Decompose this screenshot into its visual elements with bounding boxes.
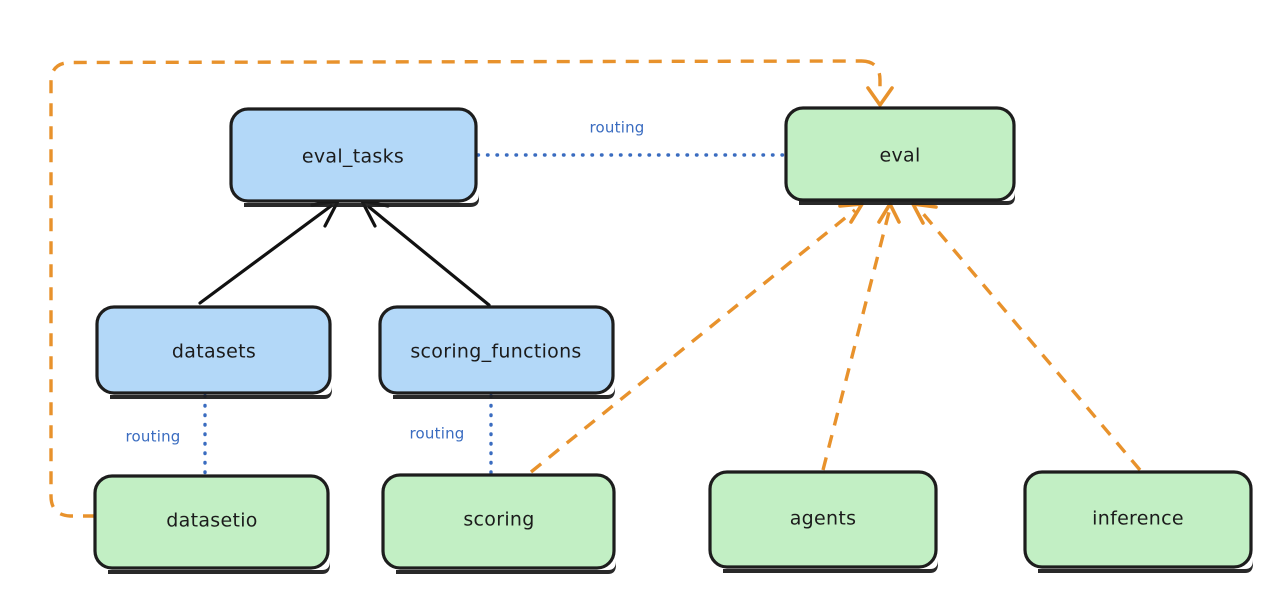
edge-label-routing-eval-tasks-eval: routing [590,119,645,137]
node-label-datasetio: datasetio [166,510,257,532]
edge-label-routing-datasets-datasetio: routing [126,428,181,446]
node-label-eval: eval [879,145,920,167]
node-label-scoring: scoring [463,509,534,531]
node-agents[interactable]: agents [708,470,938,573]
node-datasetio[interactable]: datasetio [93,474,330,574]
node-label-datasets: datasets [172,341,256,363]
node-eval[interactable]: eval [784,106,1016,205]
node-label-agents: agents [790,508,857,530]
edge-datasetio-eval [49,59,894,518]
edge-agents-eval [821,202,901,471]
node-label-scoring-functions: scoring_functions [410,341,581,363]
node-inference[interactable]: inference [1023,470,1253,573]
node-label-inference: inference [1092,508,1184,530]
node-eval-tasks[interactable]: eval_tasks [229,107,479,207]
edge-label-routing-scoring-functions-scoring: routing [410,425,465,443]
node-datasets[interactable]: datasets [95,305,332,399]
node-label-eval-tasks: eval_tasks [302,146,404,168]
node-scoring[interactable]: scoring [381,473,616,574]
node-scoring-functions[interactable]: scoring_functions [378,305,615,399]
